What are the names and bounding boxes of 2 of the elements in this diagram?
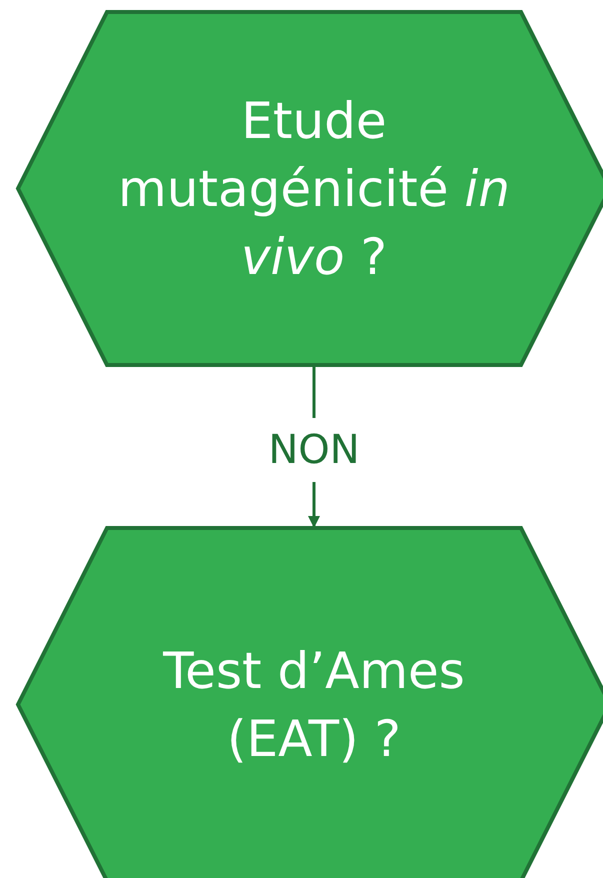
node-text: Etude mutagénicité in vivo ? — [117, 90, 511, 288]
node-text: Test d’Ames (EAT) ? — [162, 640, 466, 770]
